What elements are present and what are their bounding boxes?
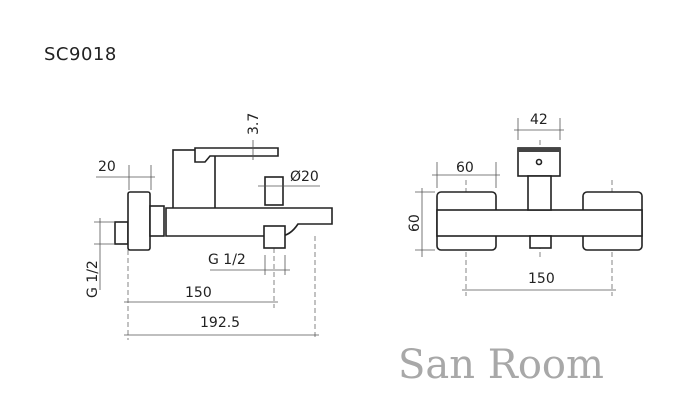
dim-outlet-thread: G 1/2	[208, 252, 246, 268]
stem	[527, 175, 552, 211]
dim-centre-to-outlet: 150	[185, 285, 212, 301]
nut	[149, 205, 165, 237]
diverter-knob	[264, 176, 284, 206]
body-bar	[436, 209, 643, 237]
front-outlet-thread	[529, 235, 552, 249]
dim-body-width: 42	[530, 112, 548, 128]
mixer-body	[172, 149, 216, 211]
side-view: 3.7 20 Ø20 G 1/2 G 1/2 150 192.5	[85, 113, 333, 340]
model-title: SC9018	[44, 44, 117, 65]
dim-diverter-diameter: Ø20	[290, 169, 319, 185]
dim-flange-height: 60	[407, 214, 423, 232]
outlet-thread	[263, 225, 286, 249]
dim-flange-width-front: 60	[456, 160, 474, 176]
wall-flange	[127, 191, 151, 251]
watermark: San Room	[398, 342, 604, 388]
dim-flange-width: 20	[98, 159, 116, 175]
front-view: 42 60 60 150	[407, 112, 643, 296]
dim-centre-distance: 150	[528, 271, 555, 287]
dim-overall-length: 192.5	[200, 315, 240, 331]
dim-inlet-thread: G 1/2	[85, 260, 101, 298]
dim-lever-offset: 3.7	[246, 113, 262, 135]
inlet-thread	[114, 221, 129, 245]
lever-handle	[194, 147, 279, 163]
spout-body	[165, 207, 333, 237]
